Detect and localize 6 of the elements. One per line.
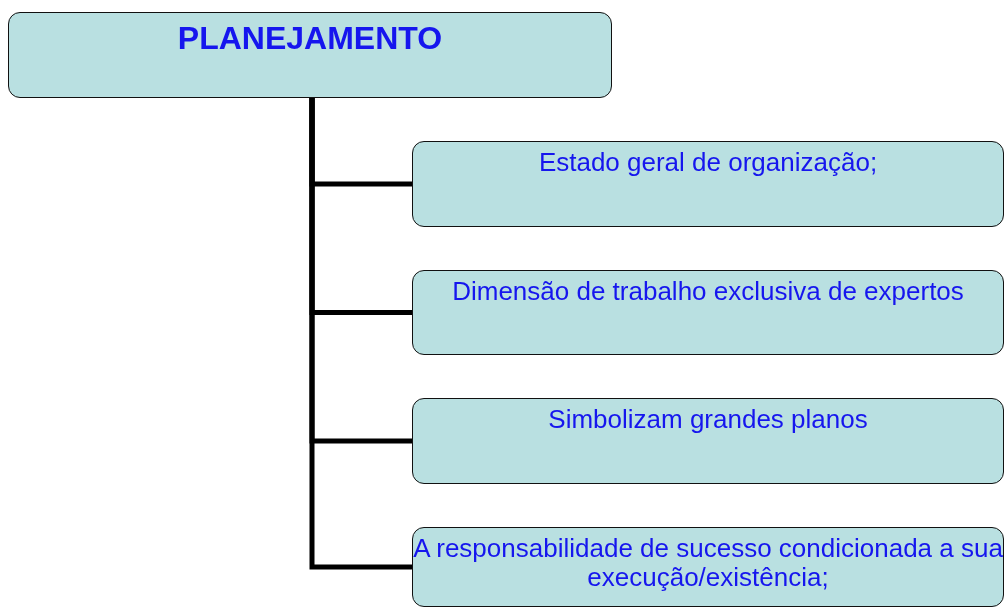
text-box: PLANEJAMENTO bbox=[8, 12, 612, 98]
text-box: A responsabilidade de sucesso condicionada a sua execução/existência; bbox=[412, 527, 1004, 607]
text-box: Simbolizam grandes planos bbox=[412, 398, 1004, 484]
text-box: Dimensão de trabalho exclusiva de expertos bbox=[412, 270, 1004, 355]
connector-line bbox=[309, 98, 412, 570]
text-box: Estado geral de organização; bbox=[412, 141, 1004, 227]
